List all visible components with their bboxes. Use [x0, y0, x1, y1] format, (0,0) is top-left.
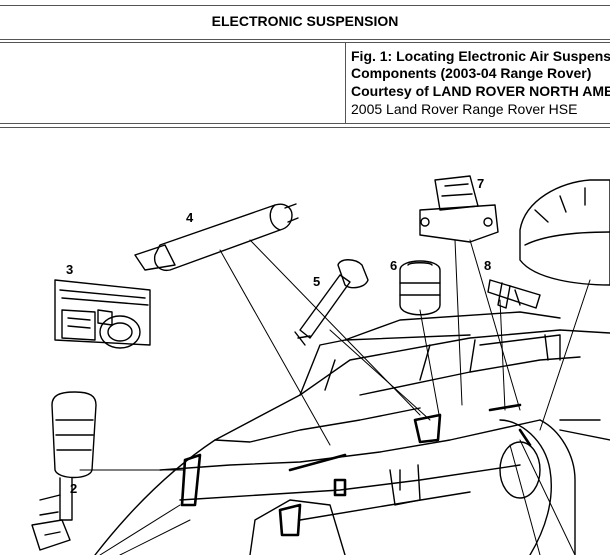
callout-7: 7 — [477, 176, 484, 191]
callout-5: 5 — [313, 274, 320, 289]
compressor-cover-component — [519, 179, 610, 286]
valve-block-component — [419, 175, 499, 243]
caption-rule — [0, 123, 610, 124]
figure-caption-line2: Components (2003-04 Range Rover) — [351, 65, 592, 81]
height-sensor-component — [294, 259, 369, 346]
callout-8: 8 — [484, 258, 491, 273]
figure-courtesy: Courtesy of LAND ROVER NORTH AME — [351, 83, 610, 99]
air-connector-component — [487, 279, 541, 309]
title-rule-double — [0, 42, 610, 43]
callout-4: 4 — [186, 210, 194, 225]
callout-6: 6 — [390, 258, 397, 273]
top-rule — [0, 5, 610, 6]
title-rule — [0, 39, 610, 40]
installed-component-marks — [180, 403, 532, 537]
air-reservoir-component — [134, 203, 299, 272]
figure-caption-line1: Fig. 1: Locating Electronic Air Suspens — [351, 48, 610, 64]
front-strut-component — [31, 391, 97, 551]
suspension-diagram: 2 3 4 5 6 7 8 — [31, 175, 610, 555]
figure-caption: Fig. 1: Locating Electronic Air Suspens … — [345, 43, 610, 123]
callout-3: 3 — [66, 262, 73, 277]
callout-2: 2 — [70, 481, 77, 496]
caption-rule-double — [0, 127, 610, 128]
page-title: ELECTRONIC SUSPENSION — [211, 13, 399, 29]
switch-panel-component — [54, 279, 151, 349]
figure-vehicle: 2005 Land Rover Range Rover HSE — [351, 101, 578, 117]
vehicle-illustration — [94, 311, 610, 555]
leader-lines — [79, 239, 591, 555]
rear-air-spring-component — [399, 260, 441, 316]
